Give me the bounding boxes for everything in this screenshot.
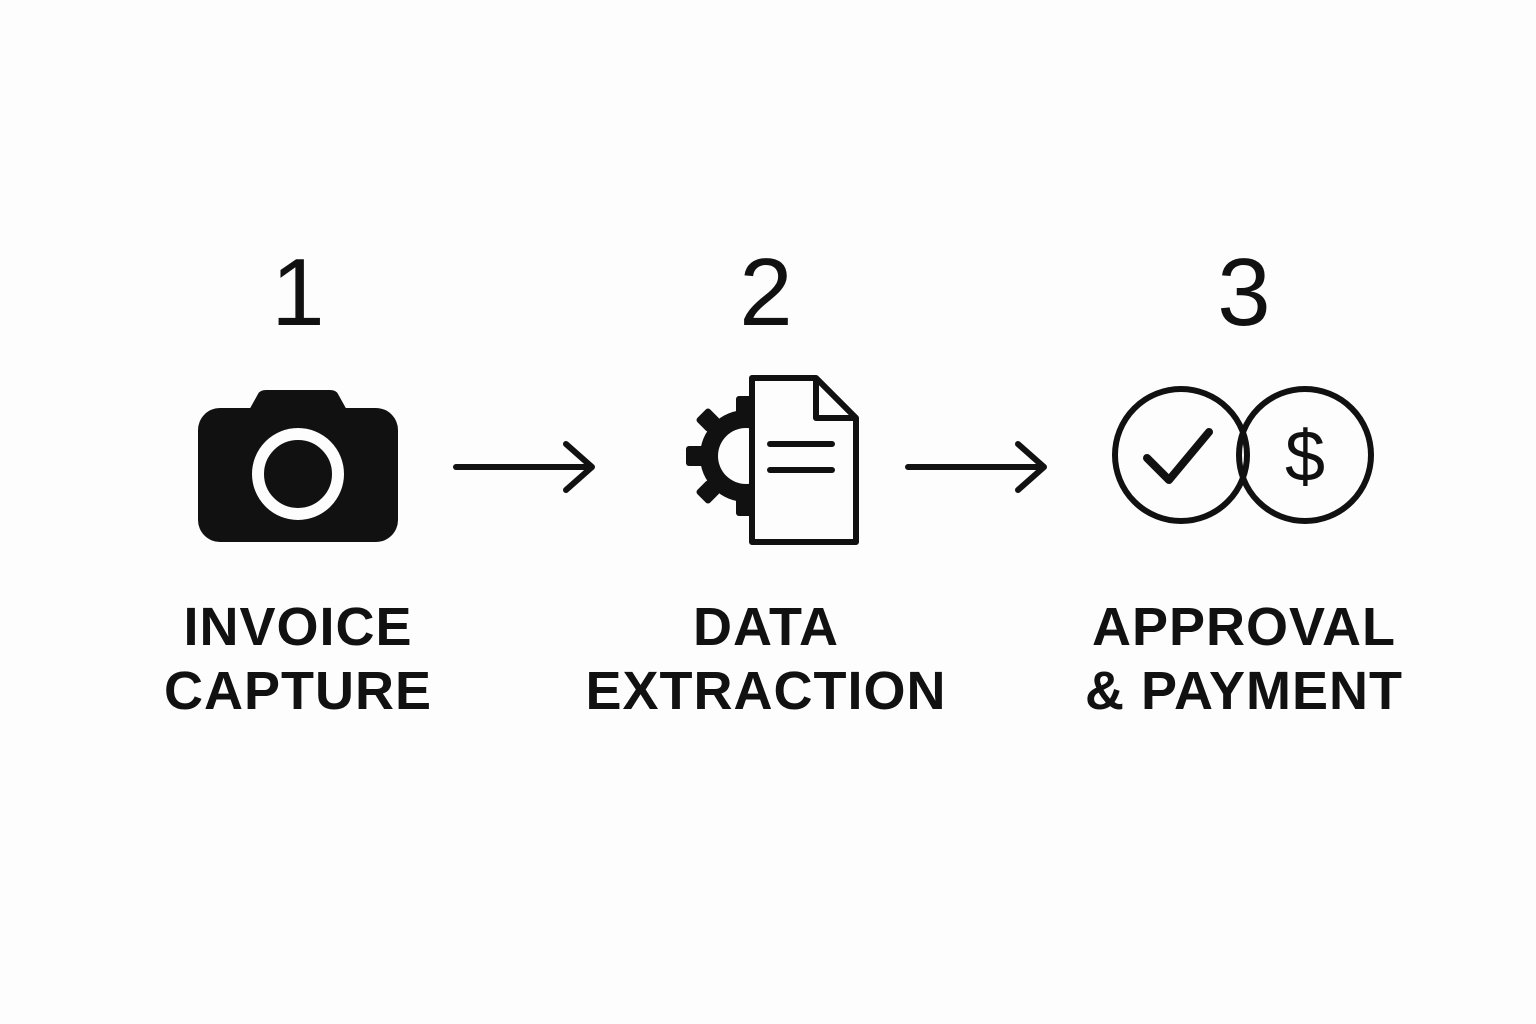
step-label: INVOICE CAPTURE	[88, 595, 508, 723]
step-number: 3	[1217, 239, 1271, 346]
step-label-line2: EXTRACTION	[585, 661, 947, 721]
step-number: 2	[739, 239, 793, 346]
svg-text:$: $	[1285, 417, 1325, 497]
step-3: 3 $ APPROVAL & PAYMENT	[1034, 0, 1454, 1024]
step-label-line1: DATA	[693, 597, 839, 657]
step-2: 2 DATA EXTRA	[556, 0, 976, 1024]
check-dollar-icon: $	[1099, 370, 1389, 545]
step-label-line1: INVOICE	[183, 597, 413, 657]
step-number: 1	[271, 239, 325, 346]
step-label-line2: CAPTURE	[163, 661, 432, 721]
step-label-line1: APPROVAL	[1091, 597, 1397, 657]
step-label-line2: & PAYMENT	[1084, 661, 1404, 721]
step-1: 1 INVOICE CAPTURE	[88, 0, 508, 1024]
camera-icon	[188, 370, 408, 565]
gear-document-icon	[666, 370, 866, 555]
step-label: DATA EXTRACTION	[556, 595, 976, 723]
step-label: APPROVAL & PAYMENT	[1034, 595, 1454, 723]
arrow-right-icon	[452, 440, 602, 505]
arrow-right-icon	[904, 440, 1054, 505]
